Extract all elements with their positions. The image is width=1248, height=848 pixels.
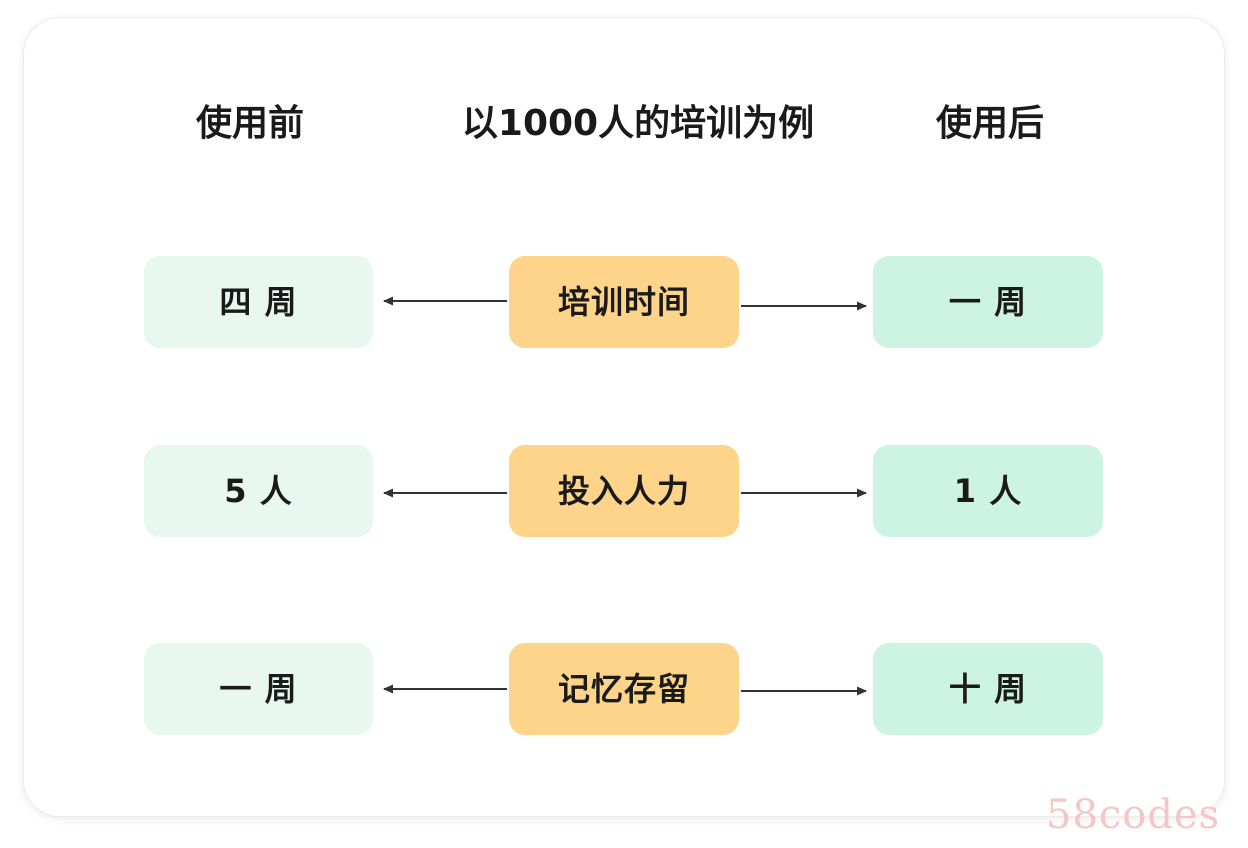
after-value-training-time: 一 周 bbox=[873, 256, 1103, 348]
header-before: 使用前 bbox=[195, 103, 304, 144]
before-value-training-time: 四 周 bbox=[144, 256, 373, 348]
watermark: 58codes bbox=[1046, 792, 1221, 838]
before-value-manpower: 5 人 bbox=[144, 445, 373, 537]
header-after: 使用后 bbox=[935, 103, 1044, 144]
metric-training-time: 培训时间 bbox=[509, 256, 739, 348]
diagram-title: 以1000人的培训为例 bbox=[461, 103, 815, 144]
metric-memory-retention: 记忆存留 bbox=[509, 643, 739, 735]
metric-manpower: 投入人力 bbox=[509, 445, 739, 537]
after-value-manpower: 1 人 bbox=[873, 445, 1103, 537]
after-value-memory-retention: 十 周 bbox=[873, 643, 1103, 735]
before-value-memory-retention: 一 周 bbox=[144, 643, 373, 735]
